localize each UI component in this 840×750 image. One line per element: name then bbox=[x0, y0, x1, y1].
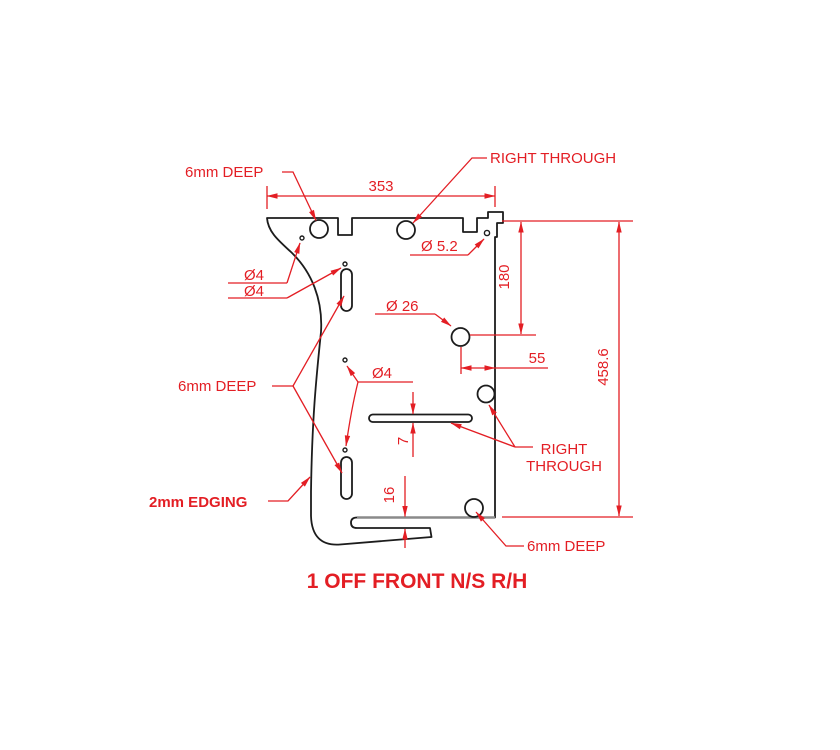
label-right-through-mid-1: RIGHT bbox=[541, 441, 588, 458]
leader-dia4b-arrow bbox=[286, 267, 342, 299]
hole-dia4-3 bbox=[342, 357, 348, 363]
dim-458-value: 458.6 bbox=[595, 348, 612, 386]
hole-dia52 bbox=[483, 229, 491, 237]
leader-dia4a-arrow bbox=[286, 242, 301, 284]
leader-right-through-mid-hole bbox=[488, 404, 516, 448]
dim-7: 7 bbox=[395, 392, 416, 457]
slot-horizontal-through bbox=[368, 413, 473, 423]
leader-right-through-top bbox=[412, 157, 487, 224]
part-outline-group bbox=[266, 211, 504, 546]
dim-16-value: 16 bbox=[381, 487, 398, 504]
leader-edging bbox=[268, 476, 311, 502]
label-dia52: Ø 5.2 bbox=[421, 238, 458, 255]
leader-deep-bottom bbox=[475, 511, 524, 547]
label-dia4-a: Ø4 bbox=[244, 267, 264, 284]
hole-dia4-2 bbox=[342, 261, 348, 267]
label-deep-mid: 6mm DEEP bbox=[178, 378, 256, 395]
label-edging: 2mm EDGING bbox=[149, 494, 247, 511]
leader-deep-top bbox=[282, 171, 317, 221]
leader-right-through-mid-slot bbox=[450, 422, 516, 448]
drawing-title: 1 OFF FRONT N/S R/H bbox=[307, 570, 528, 593]
label-right-through-top: RIGHT THROUGH bbox=[490, 150, 616, 167]
hole-dia4-4 bbox=[342, 447, 348, 453]
part-outline bbox=[266, 211, 504, 546]
slot-lower-6mm bbox=[340, 456, 353, 500]
dim-180-value: 180 bbox=[496, 264, 513, 289]
dim-458: 458.6 bbox=[502, 221, 633, 518]
dim-353: 353 bbox=[266, 178, 496, 209]
label-dia4-b: Ø4 bbox=[244, 283, 264, 300]
dim-7-value: 7 bbox=[395, 437, 412, 445]
label-deep-top: 6mm DEEP bbox=[185, 164, 263, 181]
dim-55: 55 bbox=[460, 347, 548, 374]
hole-top-left-6mm-deep bbox=[309, 219, 329, 239]
hole-bottom-6mm-deep bbox=[464, 498, 484, 518]
annotation-labels: 6mm DEEP RIGHT THROUGH Ø 5.2 Ø4 Ø4 Ø 26 … bbox=[149, 150, 616, 593]
label-deep-bottom: 6mm DEEP bbox=[527, 538, 605, 555]
leader-dia26-arrow bbox=[434, 313, 452, 327]
leader-dia52-arrow bbox=[467, 238, 485, 256]
hole-dia4-1 bbox=[299, 235, 305, 241]
slot-upper-6mm bbox=[340, 268, 353, 312]
hole-top-right-through bbox=[396, 220, 416, 240]
label-right-through-mid-2: THROUGH bbox=[526, 458, 602, 475]
leader-dia4c-arrow-up bbox=[346, 365, 359, 383]
dim-180: 180 bbox=[470, 220, 633, 336]
hole-dia26 bbox=[450, 327, 471, 347]
dim-353-value: 353 bbox=[368, 178, 393, 195]
leader-deep-mid-down bbox=[292, 385, 343, 474]
label-dia4-c: Ø4 bbox=[372, 365, 392, 382]
dim-16: 16 bbox=[381, 476, 408, 548]
leader-dia4c-arrow-down bbox=[344, 381, 359, 447]
leader-deep-mid-up bbox=[292, 295, 345, 387]
dim-55-value: 55 bbox=[529, 350, 546, 367]
hole-mid-right-through bbox=[476, 384, 496, 404]
label-dia26: Ø 26 bbox=[386, 298, 419, 315]
leaders bbox=[228, 157, 533, 547]
